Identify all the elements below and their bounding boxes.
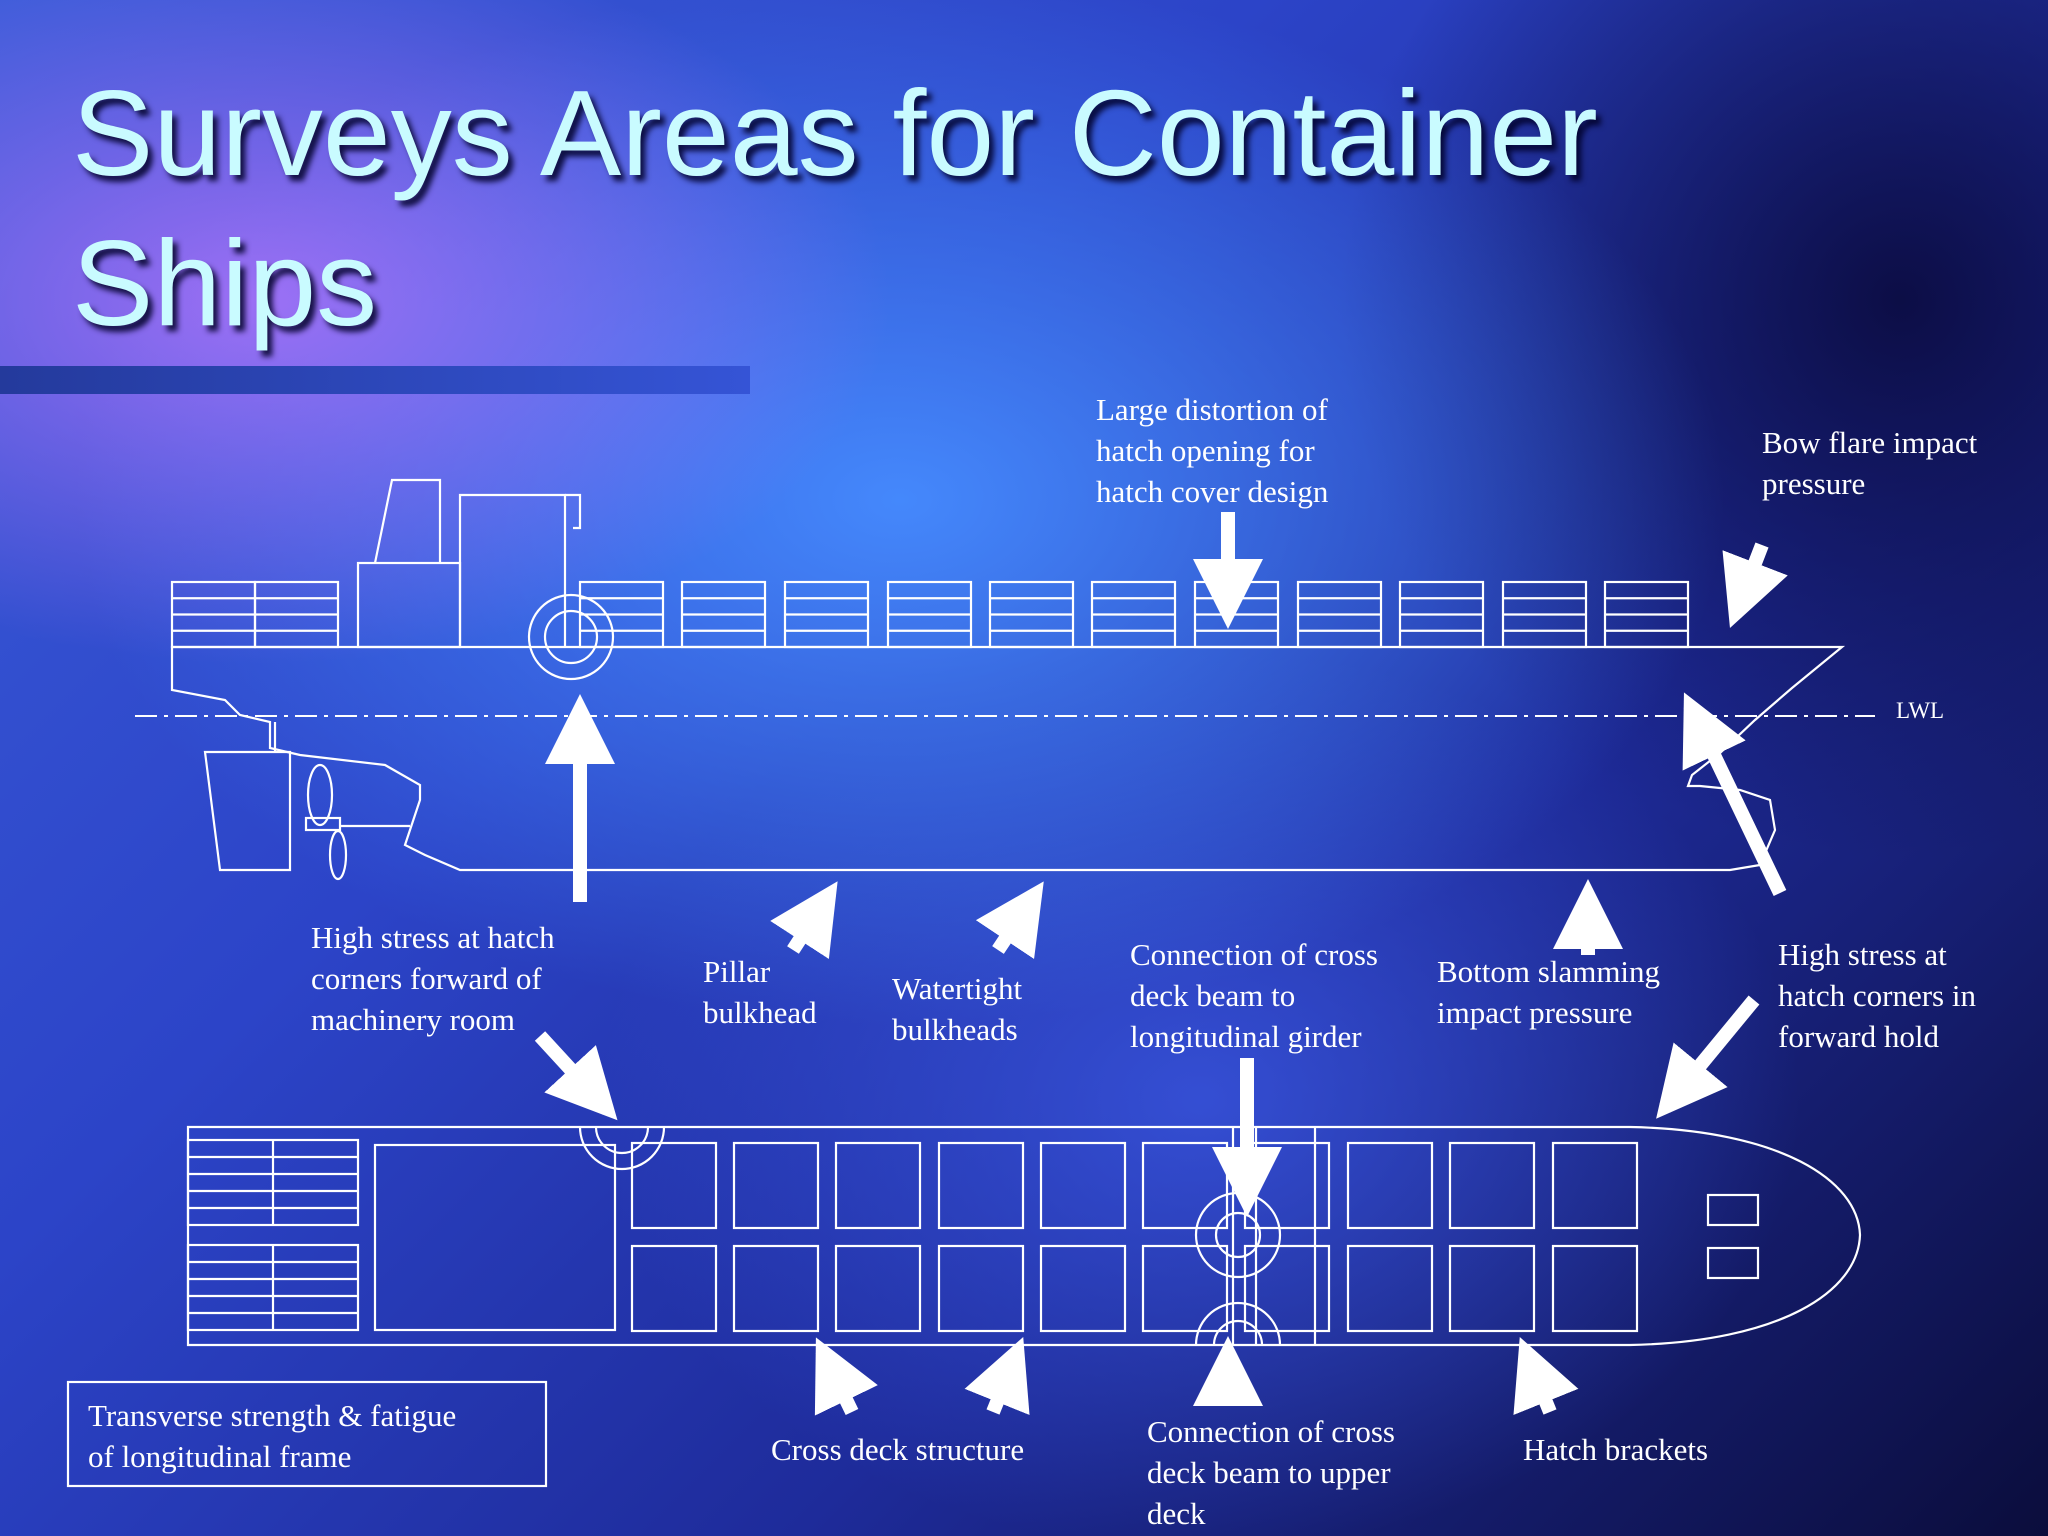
label-bow-flare: Bow flare impact pressure (1762, 425, 1985, 501)
arrow-bow-stress (1682, 692, 1787, 897)
label-bottom-slamming: Bottom slamming impact pressure (1437, 954, 1668, 1030)
hatch-opening (1243, 1141, 1331, 1230)
container-stack (1398, 580, 1485, 649)
arrow-cross-deck-2 (964, 1337, 1030, 1416)
container-stack (1296, 580, 1383, 649)
hatch-opening (1141, 1141, 1229, 1230)
bridge (458, 493, 567, 647)
arrow-pillar-bulkhead (770, 881, 838, 960)
arrow-cross-deck-1 (814, 1337, 878, 1416)
container-stack (1193, 580, 1280, 649)
label-hatch-corners-machinery: High stress at hatch corners forward of … (311, 920, 562, 1037)
bridge-wing (565, 493, 582, 530)
lwl-label: LWL (1896, 698, 1944, 723)
label-hatch-corners-forward: High stress at hatch corners in forward … (1778, 937, 1984, 1054)
label-cross-deck-structure: Cross deck structure (771, 1432, 1024, 1467)
accommodation-grid (186, 1138, 360, 1332)
hull-outline (170, 645, 1846, 872)
upper-deck-arc-inner (1212, 1319, 1264, 1346)
hatch-corner-arc-inner (594, 1126, 650, 1155)
container-stack (886, 580, 973, 649)
arrow-machinery-plan (534, 1031, 618, 1121)
arrow-bow-flare (1722, 542, 1788, 629)
hatch-opening (937, 1141, 1025, 1230)
label-hatch-distortion: Large distortion of hatch opening for ha… (1096, 392, 1336, 509)
container-stack (578, 580, 665, 649)
label-transverse-strength: Transverse strength & fatigue of longitu… (88, 1398, 464, 1474)
arrow-forward-hold (1656, 995, 1760, 1119)
container-stack (783, 580, 870, 649)
hatch-opening (1551, 1141, 1639, 1230)
hatch-opening (732, 1141, 820, 1230)
label-cross-deck-girder: Connection of cross deck beam to longitu… (1130, 937, 1386, 1054)
label-cross-deck-upper: Connection of cross deck beam to upper d… (1147, 1414, 1403, 1531)
arrow-watertight-bulkheads (975, 881, 1044, 960)
cross-deck-ring-outer (1194, 1191, 1282, 1279)
hatch-openings (630, 1141, 1639, 1333)
hatch-opening (1448, 1141, 1536, 1230)
container-stack (988, 580, 1075, 649)
transverse-strength-box (66, 1380, 548, 1488)
hatch-corner-arc-outer (578, 1126, 666, 1171)
side-profile (135, 478, 1875, 881)
hatch-opening (937, 1244, 1025, 1333)
label-pillar-bulkhead: Pillar bulkhead (703, 954, 817, 1030)
hatch-opening (1039, 1141, 1127, 1230)
container-stack (170, 580, 257, 649)
hatch-opening (630, 1141, 718, 1230)
deck-container-stacks (170, 580, 1690, 649)
hatch-corner-ring-inner (543, 609, 599, 665)
propeller (304, 763, 410, 881)
container-stack (1090, 580, 1177, 649)
hatch-opening (630, 1244, 718, 1333)
hatch-opening (1346, 1141, 1434, 1230)
plan-view (186, 1125, 1862, 1347)
bow-hatch-2 (1706, 1246, 1760, 1280)
hatch-opening (1243, 1244, 1331, 1333)
container-stack (1603, 580, 1690, 649)
deck-outline (186, 1125, 1862, 1347)
container-stack (680, 580, 767, 649)
hatch-opening (1346, 1244, 1434, 1333)
hatch-opening (1551, 1244, 1639, 1333)
container-stack (1501, 580, 1588, 649)
hatch-opening (1039, 1244, 1127, 1333)
upper-deck-arc-outer (1194, 1301, 1282, 1346)
hatch-opening (834, 1244, 922, 1333)
hatch-opening (834, 1141, 922, 1230)
container-stack (253, 580, 340, 649)
deckhouse-lower (356, 561, 462, 649)
engine-room-hatch (373, 1143, 617, 1332)
cross-deck-ring-inner (1214, 1211, 1262, 1259)
funnel (373, 478, 442, 564)
slide-title: Surveys Areas for Container Ships (72, 65, 1598, 351)
arrow-hatch-brackets (1513, 1337, 1579, 1416)
arrows (534, 512, 1788, 1416)
hatch-opening (1141, 1244, 1229, 1333)
title-underline-bar (0, 366, 750, 394)
rudder (203, 750, 292, 872)
hatch-opening (1448, 1244, 1536, 1333)
hatch-corner-ring-outer (527, 593, 615, 681)
label-hatch-brackets: Hatch brackets (1523, 1432, 1708, 1467)
bow-hatch-1 (1706, 1193, 1760, 1227)
label-watertight-bulkheads: Watertight bulkheads (892, 971, 1030, 1047)
hatch-opening (732, 1244, 820, 1333)
